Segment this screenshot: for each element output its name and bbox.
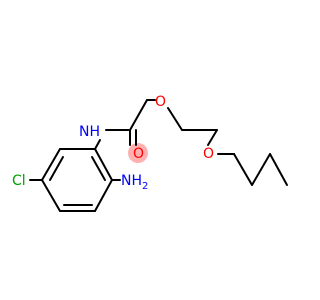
carbonyl-oxygen-highlight xyxy=(128,143,148,163)
carbonyl-oxygen-label: O xyxy=(133,146,144,162)
ring-bond xyxy=(94,148,113,181)
benzene-ring xyxy=(41,148,113,212)
o1-to-c-bond xyxy=(167,107,183,131)
amine-label-main: NH xyxy=(121,173,142,189)
amine-label-subscript: 2 xyxy=(142,181,148,192)
chlorine-label: Cl xyxy=(12,173,26,189)
amine-label: NH2 xyxy=(121,173,148,192)
butyl-bond xyxy=(233,153,253,186)
structure-diagram: NH O O O Cl NH2 xyxy=(12,94,288,212)
amide-nitrogen-label: NH xyxy=(79,124,100,140)
ring-bond xyxy=(41,179,61,212)
ring-bond xyxy=(41,148,61,181)
ring-double-bond xyxy=(49,156,64,181)
ring-double-bond xyxy=(91,156,106,181)
ring-bond xyxy=(94,179,113,212)
carbonyl-to-ch2-bond xyxy=(129,99,148,131)
ether-oxygen-2-label: O xyxy=(203,146,214,162)
ring-to-amide-n-bond xyxy=(94,139,101,150)
butyl-bond xyxy=(251,153,271,186)
ether-oxygen-1-label: O xyxy=(155,94,166,110)
c-to-o2-bond xyxy=(207,129,218,146)
butyl-bond xyxy=(269,153,288,186)
